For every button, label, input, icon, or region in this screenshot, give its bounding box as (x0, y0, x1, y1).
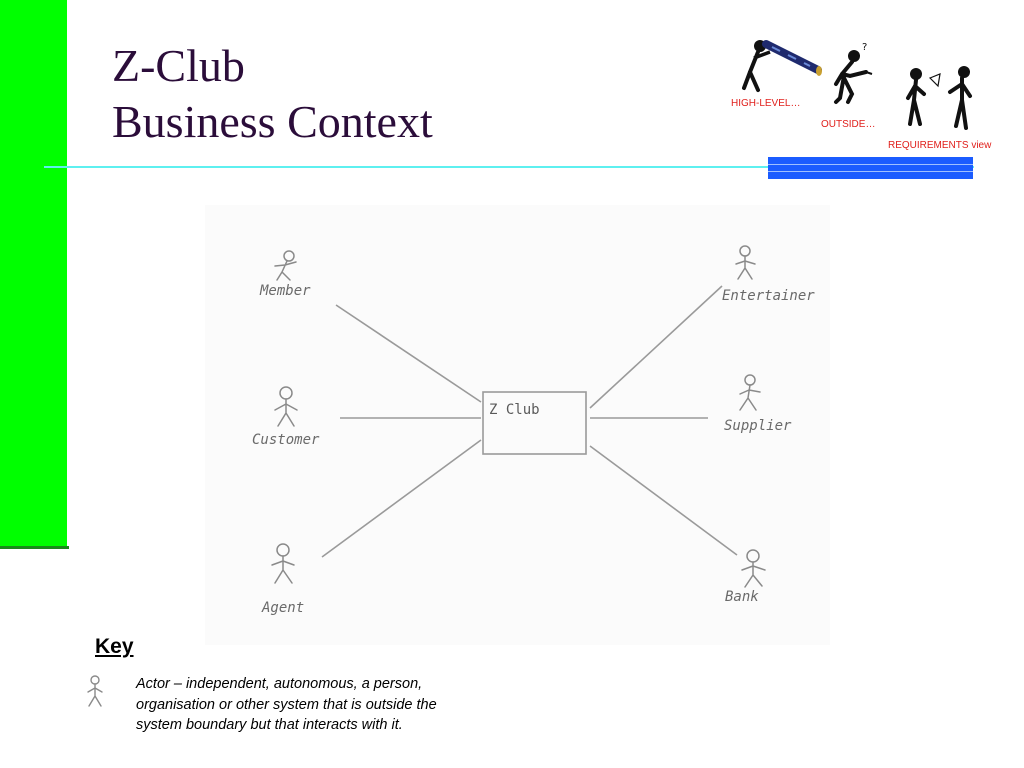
note-outside: OUTSIDE… (821, 119, 876, 130)
key-description: Actor – independent, autonomous, a perso… (136, 676, 437, 733)
note-high-level: HIGH-LEVEL… (731, 98, 801, 109)
title-line-2: Business Context (112, 96, 433, 147)
note-requirements: REQUIREMENTS view (888, 140, 992, 151)
link-agent (321, 439, 482, 558)
telescope-figure-icon (742, 40, 822, 92)
svg-text:?: ? (862, 42, 867, 53)
actor-member-label: Member (260, 283, 311, 299)
actor-supplier-icon (739, 374, 761, 411)
link-bank (589, 445, 738, 556)
context-sketch-area (205, 205, 830, 645)
link-entertainer (589, 285, 723, 409)
blue-accent-bar (768, 157, 973, 179)
system-label: Z Club (489, 402, 540, 418)
actor-bank-label: Bank (725, 589, 759, 605)
title-line-1: Z-Club (112, 40, 245, 91)
key-actor-icon (87, 675, 103, 707)
key-title: Key (95, 635, 134, 658)
actor-bank-icon (741, 549, 766, 588)
two-figures-icon (906, 66, 972, 130)
actor-customer-icon (274, 386, 298, 427)
title-divider (44, 166, 974, 168)
system-boundary-box (482, 391, 587, 455)
slide-title: Z-Club Business Context (112, 38, 433, 150)
green-sidebar-bar (0, 0, 67, 546)
actor-entertainer-label: Entertainer (722, 288, 815, 304)
actor-supplier-label: Supplier (724, 418, 792, 434)
green-sidebar-shadow (0, 546, 69, 549)
actor-agent-label: Agent (262, 600, 305, 616)
actor-entertainer-icon (735, 245, 756, 280)
actor-member-icon (274, 250, 297, 281)
link-member (335, 304, 482, 403)
actor-agent-icon (271, 543, 295, 584)
actor-customer-label: Customer (252, 432, 320, 448)
questioning-figure-icon: ? (834, 42, 873, 104)
